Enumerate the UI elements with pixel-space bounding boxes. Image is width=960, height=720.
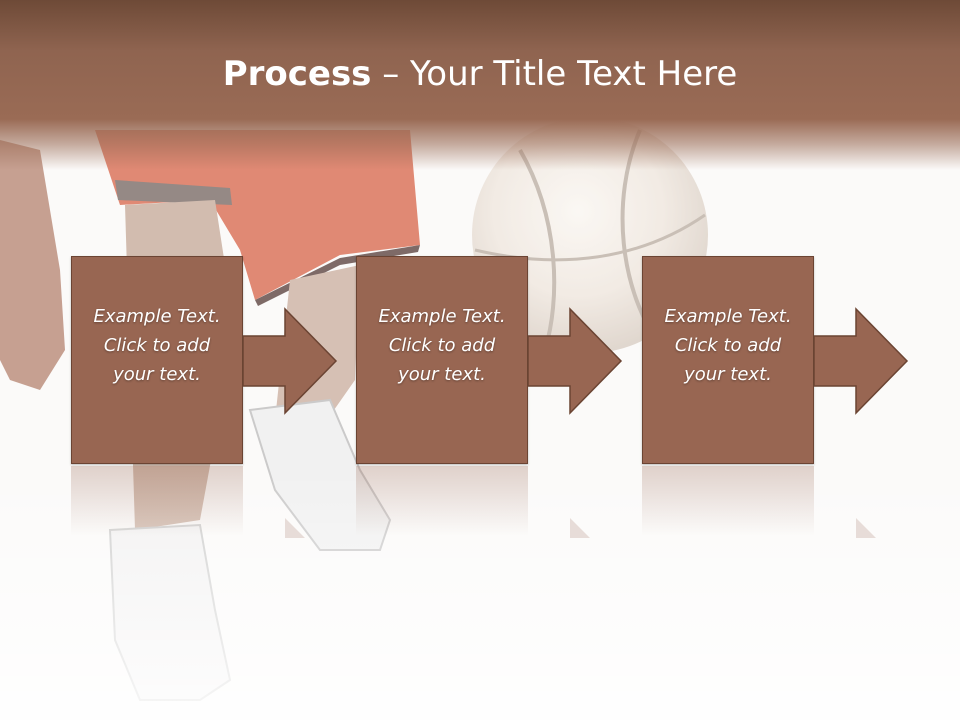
step-3-text[interactable]: Example Text. Click to add your text.	[658, 302, 797, 389]
step-1-text[interactable]: Example Text. Click to add your text.	[87, 302, 226, 389]
step-3-line-2: Click to add	[674, 334, 782, 356]
step-2-line-3: your text.	[398, 363, 486, 385]
step-1-line-2: Click to add	[103, 334, 211, 356]
process-step-3[interactable]: Example Text. Click to add your text.	[642, 256, 814, 464]
arrow-reflection-icon	[285, 518, 305, 538]
arrow-right-icon	[813, 307, 909, 415]
arrow-reflection-icon	[570, 518, 590, 538]
process-step-1[interactable]: Example Text. Click to add your text.	[71, 256, 243, 464]
step-2-text[interactable]: Example Text. Click to add your text.	[372, 302, 511, 389]
arrow-reflection-icon	[856, 518, 876, 538]
title-bold-text: Process	[222, 54, 372, 94]
slide-title[interactable]: Process – Your Title Text Here	[0, 52, 960, 96]
step-3-line-1: Example Text.	[664, 305, 792, 327]
title-band	[0, 0, 960, 170]
step-2-line-1: Example Text.	[378, 305, 506, 327]
arrow-right-icon	[527, 307, 623, 415]
step-3-line-3: your text.	[684, 363, 772, 385]
step-3-reflection	[642, 466, 814, 536]
step-1-line-3: your text.	[113, 363, 201, 385]
step-2-reflection	[356, 466, 528, 536]
step-1-reflection	[71, 466, 243, 536]
title-rest-text: – Your Title Text Here	[371, 54, 738, 94]
process-step-2[interactable]: Example Text. Click to add your text.	[356, 256, 528, 464]
arrow-right-icon	[242, 307, 338, 415]
step-2-line-2: Click to add	[388, 334, 496, 356]
step-1-line-1: Example Text.	[93, 305, 221, 327]
